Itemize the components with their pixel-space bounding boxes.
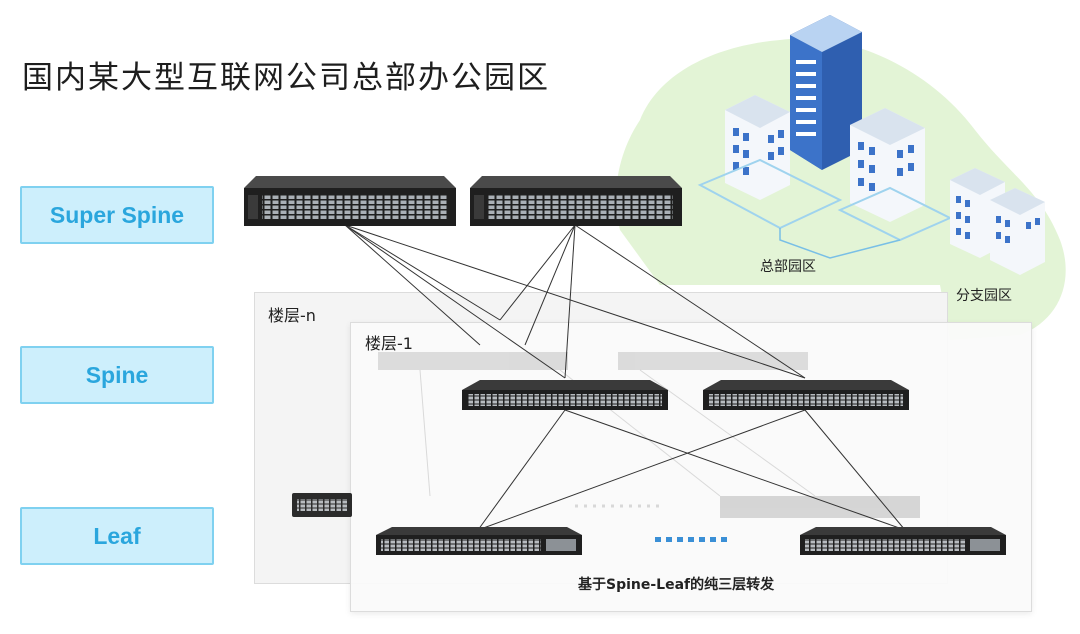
branch-campus-label: 分支园区: [956, 288, 1012, 304]
leaf-switch-2-icon: [800, 527, 1006, 555]
page-title: 国内某大型互联网公司总部办公园区: [22, 60, 550, 96]
hq-campus-label: 总部园区: [760, 259, 816, 275]
super-spine-links: [344, 224, 806, 379]
hq-buildings-icon: [697, 15, 953, 259]
tier-super-spine: Super Spine: [20, 186, 214, 244]
more-leaf-dots-icon: [655, 537, 727, 542]
leaf-switch-1-icon: [376, 527, 582, 555]
branch-buildings-icon: [950, 168, 1045, 275]
tier-leaf: Leaf: [20, 507, 214, 565]
floor-1-panel: [350, 322, 1032, 612]
super-spine-switch-2-icon: [470, 176, 682, 226]
floor-n-leaf-switch-left-icon: [292, 493, 352, 517]
spine-switch-1-icon: [462, 380, 668, 410]
spine-switch-2-icon: [703, 380, 909, 410]
floor-n-label: 楼层-n: [268, 306, 316, 325]
super-spine-switch-1-icon: [244, 176, 456, 226]
floor-n-spine-switches-icon: [378, 352, 808, 370]
spine-leaf-links: [477, 409, 906, 531]
tier-spine: Spine: [20, 346, 214, 404]
diagram-caption: 基于Spine-Leaf的纯三层转发: [578, 577, 775, 593]
floor-1-label: 楼层-1: [365, 334, 413, 353]
